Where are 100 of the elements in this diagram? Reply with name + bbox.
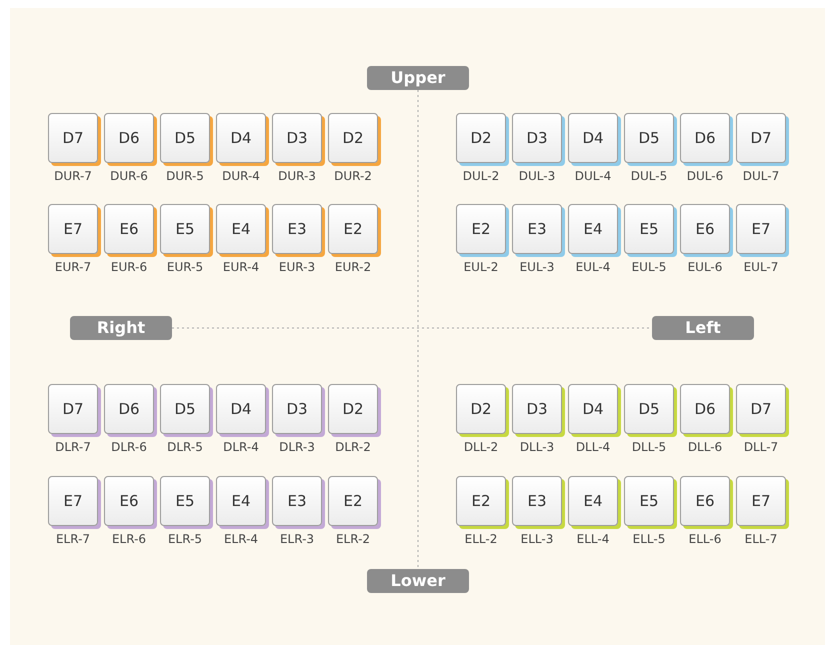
key-tile: E4 [216,476,266,526]
key-tile: E3 [272,476,322,526]
key-tile: D3 [272,113,322,163]
tile-caption: EUL-4 [574,260,612,274]
tile-caption: DLL-5 [630,440,668,454]
tile-caption: DUL-7 [742,169,780,183]
key-tile: E5 [624,476,674,526]
tile-caption: ELL-6 [688,532,722,546]
key-tile: E6 [680,476,730,526]
key-tile: E3 [272,204,322,254]
tile-caption: DUL-6 [686,169,724,183]
key-tile: D7 [736,384,786,434]
tile-caption: EUR-3 [278,260,316,274]
tile-caption: DUR-3 [277,169,317,183]
tile-caption: ELR-7 [54,532,92,546]
tile-caption: EUR-2 [334,260,372,274]
tile-caption: DUR-6 [109,169,149,183]
direction-label: Right [70,316,172,340]
tile-caption: DLR-7 [54,440,92,454]
tile-caption: DUR-4 [221,169,261,183]
key-tile: D4 [568,113,618,163]
key-tile: E2 [456,204,506,254]
key-tile: E3 [512,204,562,254]
tile-caption: EUL-5 [630,260,668,274]
tile-caption: DUL-4 [574,169,612,183]
tile-caption: ELL-2 [464,532,498,546]
tile-caption: EUL-3 [518,260,556,274]
key-tile: D7 [48,113,98,163]
key-tile: D2 [456,113,506,163]
key-tile: E2 [328,476,378,526]
key-tile: D3 [272,384,322,434]
key-tile: D2 [328,113,378,163]
key-tile: D5 [160,384,210,434]
direction-label: Upper [367,66,469,90]
key-tile: D6 [680,384,730,434]
key-tile: D5 [624,384,674,434]
key-tile: D6 [680,113,730,163]
direction-label: Left [652,316,754,340]
tile-caption: DLL-7 [742,440,780,454]
tile-caption: DUL-2 [462,169,500,183]
key-tile: D7 [48,384,98,434]
tile-caption: EUL-7 [742,260,780,274]
tile-caption: ELL-3 [520,532,554,546]
key-tile: E5 [160,476,210,526]
tile-caption: ELR-3 [278,532,316,546]
key-tile: D3 [512,113,562,163]
tile-caption: DUR-2 [333,169,373,183]
tile-caption: EUR-6 [110,260,148,274]
key-tile: E7 [48,476,98,526]
tile-caption: DLL-2 [462,440,500,454]
tile-caption: EUR-5 [166,260,204,274]
key-tile: D4 [568,384,618,434]
key-tile: D2 [456,384,506,434]
key-tile: E2 [328,204,378,254]
key-tile: E4 [216,204,266,254]
key-tile: E7 [736,476,786,526]
direction-label: Lower [367,569,469,593]
key-tile: E5 [624,204,674,254]
tile-caption: ELL-7 [744,532,778,546]
key-tile: E6 [104,476,154,526]
tile-caption: DLL-6 [686,440,724,454]
tile-caption: ELR-6 [110,532,148,546]
tile-caption: DUL-3 [518,169,556,183]
key-tile: E3 [512,476,562,526]
tile-caption: ELL-5 [632,532,666,546]
tile-caption: ELL-4 [576,532,610,546]
key-tile: E6 [104,204,154,254]
key-tile: E6 [680,204,730,254]
key-tile: D5 [624,113,674,163]
tile-caption: DUR-7 [53,169,93,183]
tile-caption: DLR-5 [166,440,204,454]
key-tile: D7 [736,113,786,163]
tile-caption: EUL-6 [686,260,724,274]
key-tile: E2 [456,476,506,526]
tile-caption: DLL-4 [574,440,612,454]
key-tile: D2 [328,384,378,434]
tile-caption: DUL-5 [630,169,668,183]
key-tile: D6 [104,384,154,434]
key-tile: E7 [48,204,98,254]
key-tile: D5 [160,113,210,163]
tile-caption: EUR-7 [54,260,92,274]
key-tile: E4 [568,204,618,254]
key-tile: D4 [216,384,266,434]
key-tile: E7 [736,204,786,254]
key-tile: E5 [160,204,210,254]
key-tile: D6 [104,113,154,163]
tile-caption: ELR-2 [334,532,372,546]
tile-caption: DUR-5 [165,169,205,183]
tile-caption: EUR-4 [222,260,260,274]
tile-caption: EUL-2 [462,260,500,274]
tile-caption: DLR-2 [334,440,372,454]
tile-caption: ELR-4 [222,532,260,546]
tile-caption: DLL-3 [518,440,556,454]
tile-caption: DLR-4 [222,440,260,454]
key-tile: E4 [568,476,618,526]
tile-caption: ELR-5 [166,532,204,546]
key-tile: D3 [512,384,562,434]
tile-caption: DLR-3 [278,440,316,454]
key-tile: D4 [216,113,266,163]
tile-caption: DLR-6 [110,440,148,454]
